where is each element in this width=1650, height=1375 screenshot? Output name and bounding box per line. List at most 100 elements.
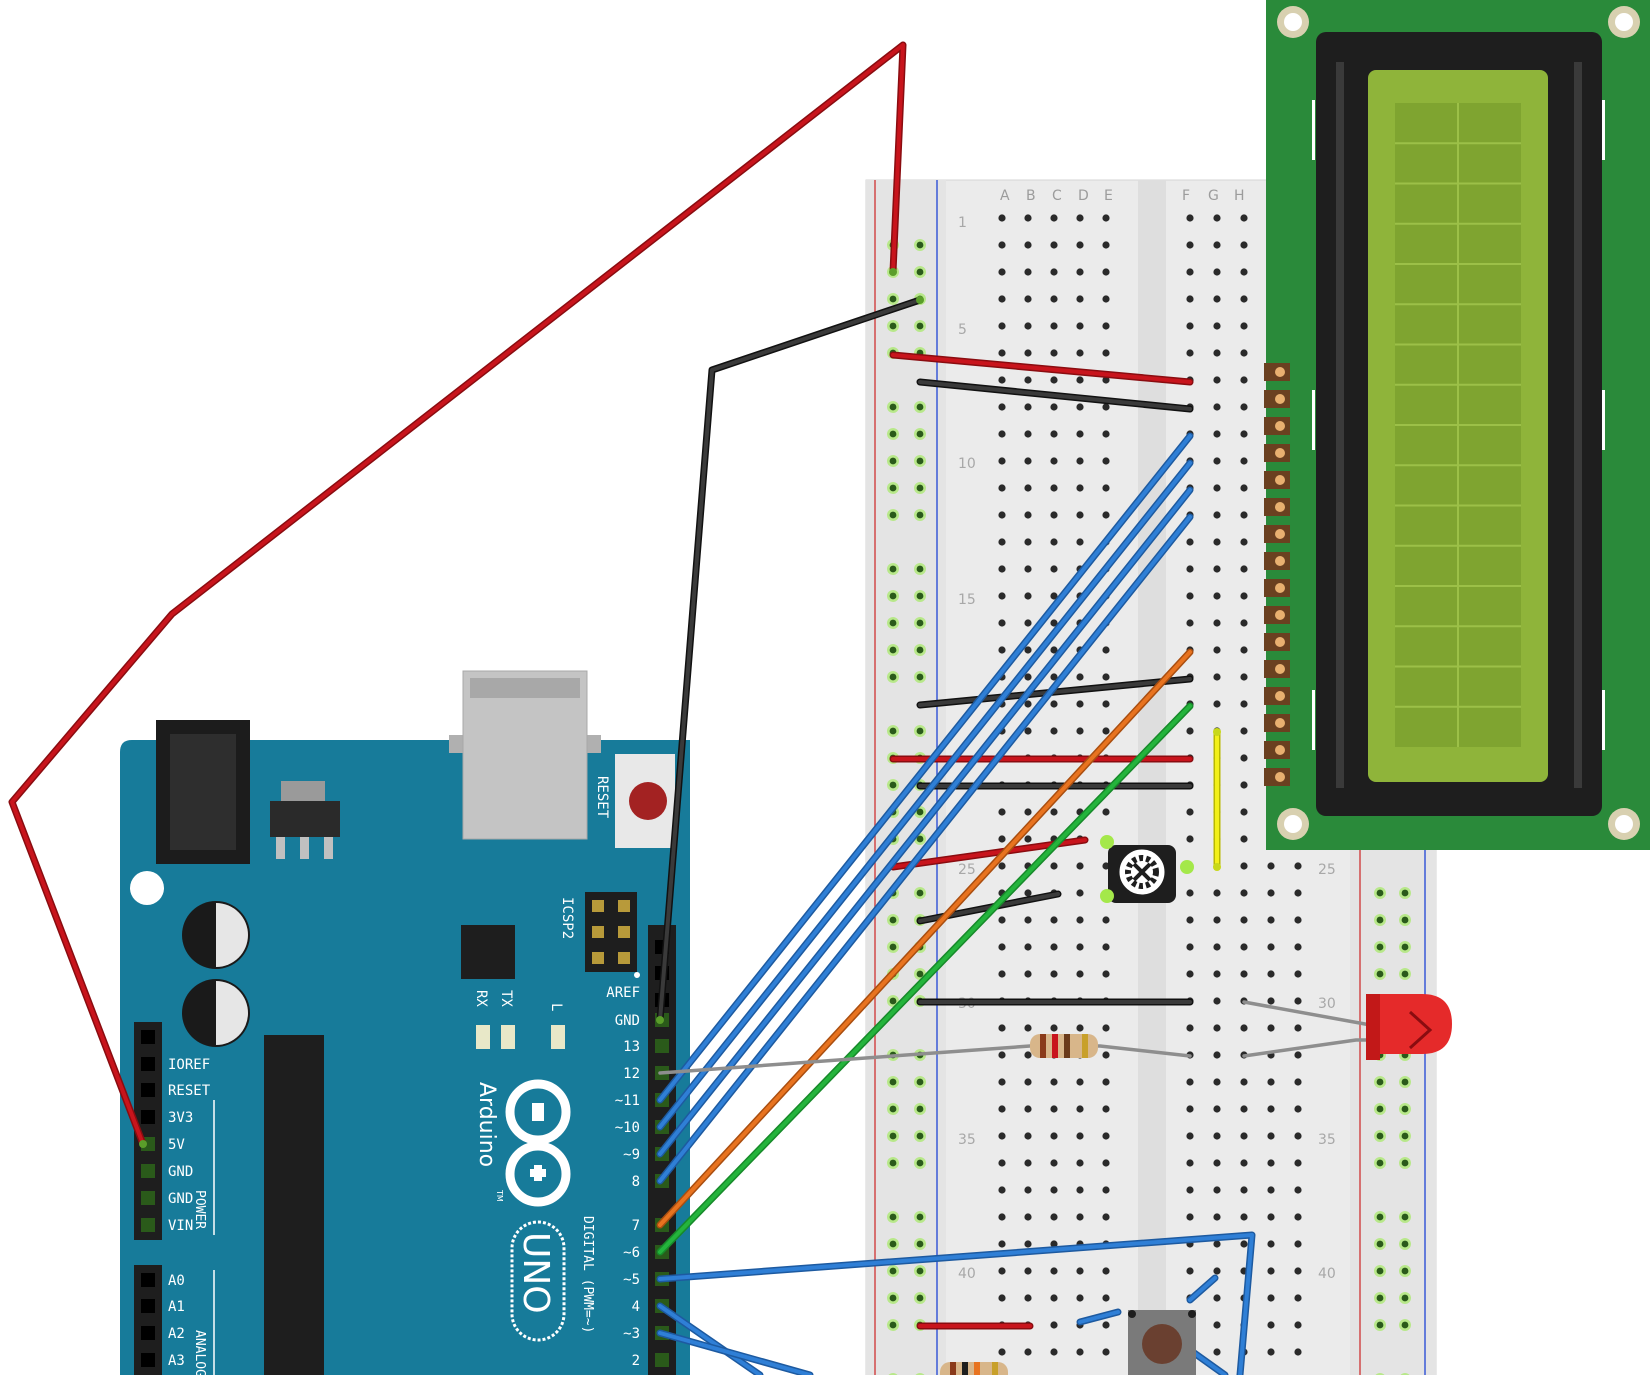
breadboard-hole <box>1076 511 1084 519</box>
breadboard-hole <box>1050 1105 1058 1113</box>
breadboard-hole <box>1294 916 1302 924</box>
wire-blue-d3[interactable] <box>658 1331 812 1375</box>
atmega-chip <box>264 1035 324 1375</box>
rail-hole <box>889 484 897 492</box>
power-pin[interactable] <box>141 1218 155 1232</box>
analog-pin-label: A3 <box>168 1353 185 1369</box>
breadboard-hole <box>1076 457 1084 465</box>
led-lead-1 <box>1242 1000 1378 1028</box>
rail-hole <box>889 592 897 600</box>
rail-hole <box>916 808 924 816</box>
power-pin[interactable] <box>141 1110 155 1124</box>
power-pin[interactable] <box>141 1083 155 1097</box>
wire-5v-red[interactable] <box>10 43 905 1146</box>
breadboard-hole <box>1102 349 1110 357</box>
wire-green-d6[interactable] <box>658 704 1192 1254</box>
analog-pin[interactable] <box>141 1353 155 1367</box>
rail-hole <box>916 889 924 897</box>
breadboard-hole <box>1076 241 1084 249</box>
wire-blue-d4[interactable] <box>658 1304 762 1375</box>
analog-pins <box>141 1273 155 1367</box>
breadboard-hole <box>1102 376 1110 384</box>
breadboard-hole <box>1213 1321 1221 1329</box>
power-pin[interactable] <box>141 1191 155 1205</box>
rail-hole <box>916 619 924 627</box>
breadboard-hole <box>1050 457 1058 465</box>
power-pin[interactable] <box>141 1030 155 1044</box>
potentiometer-icon[interactable] <box>1100 835 1194 903</box>
rail-hole <box>889 322 897 330</box>
wire-black-row7[interactable] <box>918 380 1192 411</box>
breadboard-hole <box>1024 484 1032 492</box>
breadboard-hole <box>1186 349 1194 357</box>
breadboard-hole <box>1102 1321 1110 1329</box>
wire-blue-d8[interactable] <box>658 515 1192 1183</box>
row-number-15: 15 <box>958 592 976 608</box>
breadboard-hole <box>1186 808 1194 816</box>
breadboard-hole <box>1024 700 1032 708</box>
breadboard-hole <box>1240 781 1248 789</box>
analog-pin[interactable] <box>141 1299 155 1313</box>
analog-pin[interactable] <box>141 1273 155 1287</box>
breadboard-hole <box>1102 1294 1110 1302</box>
breadboard-hole <box>998 943 1006 951</box>
wire-blue-d9[interactable] <box>658 488 1192 1156</box>
breadboard-hole <box>1050 943 1058 951</box>
breadboard-hole <box>1050 700 1058 708</box>
rail-hole <box>1376 916 1384 924</box>
rail-hole <box>916 1267 924 1275</box>
breadboard-hole <box>1267 997 1275 1005</box>
breadboard-hole <box>1213 1024 1221 1032</box>
breadboard-hole <box>1267 943 1275 951</box>
reset-button[interactable] <box>629 782 667 820</box>
breadboard-hole <box>998 214 1006 222</box>
breadboard-hole <box>1102 1159 1110 1167</box>
breadboard-hole <box>1050 970 1058 978</box>
wire-blue-d5[interactable] <box>658 1233 1254 1375</box>
wire-blue-d11[interactable] <box>658 434 1192 1102</box>
breadboard-hole <box>1240 754 1248 762</box>
breadboard-hole <box>1186 1132 1194 1140</box>
digital-pwm-label: DIGITAL (PWM=~) <box>580 1216 595 1333</box>
breadboard-hole <box>1102 1105 1110 1113</box>
power-pin[interactable] <box>141 1164 155 1178</box>
wire-orange-d7[interactable] <box>658 650 1192 1227</box>
wire-black-row19[interactable] <box>918 677 1192 707</box>
rail-hole <box>1376 1321 1384 1329</box>
pushbutton-icon[interactable] <box>1128 1310 1196 1375</box>
breadboard-hole <box>1213 700 1221 708</box>
col-label-h: H <box>1234 188 1245 204</box>
breadboard-hole <box>1213 997 1221 1005</box>
breadboard-hole <box>1294 1321 1302 1329</box>
wire-red-row6[interactable] <box>891 353 1192 384</box>
breadboard-hole <box>1240 970 1248 978</box>
wire-blue-button-2[interactable] <box>1188 1276 1217 1302</box>
wire-blue-button[interactable] <box>1078 1310 1120 1324</box>
breadboard-hole <box>1240 349 1248 357</box>
breadboard-hole <box>1213 430 1221 438</box>
power-pin[interactable] <box>141 1057 155 1071</box>
digital-pin-label: GND <box>615 1013 640 1029</box>
breadboard-hole <box>1240 538 1248 546</box>
breadboard-hole <box>1240 808 1248 816</box>
analog-pin-label: A1 <box>168 1299 185 1315</box>
lcd-pin-hole <box>1275 394 1285 404</box>
wire-gnd-black[interactable] <box>658 298 922 1022</box>
breadboard-hole <box>998 1105 1006 1113</box>
analog-pin-label: A0 <box>168 1273 185 1289</box>
breadboard-hole <box>1240 457 1248 465</box>
digital-pin[interactable] <box>655 1353 669 1367</box>
analog-pin[interactable] <box>141 1326 155 1340</box>
breadboard-hole <box>998 430 1006 438</box>
left-power-rail <box>866 180 946 1375</box>
breadboard-hole <box>1186 970 1194 978</box>
breadboard-hole <box>1024 457 1032 465</box>
wire-blue-d10[interactable] <box>658 461 1192 1129</box>
breadboard-hole <box>1024 268 1032 276</box>
breadboard-hole <box>1076 295 1084 303</box>
breadboard-hole <box>1240 268 1248 276</box>
rail-hole <box>916 1159 924 1167</box>
digital-pin[interactable] <box>655 1039 669 1053</box>
breadboard-hole <box>1294 1267 1302 1275</box>
